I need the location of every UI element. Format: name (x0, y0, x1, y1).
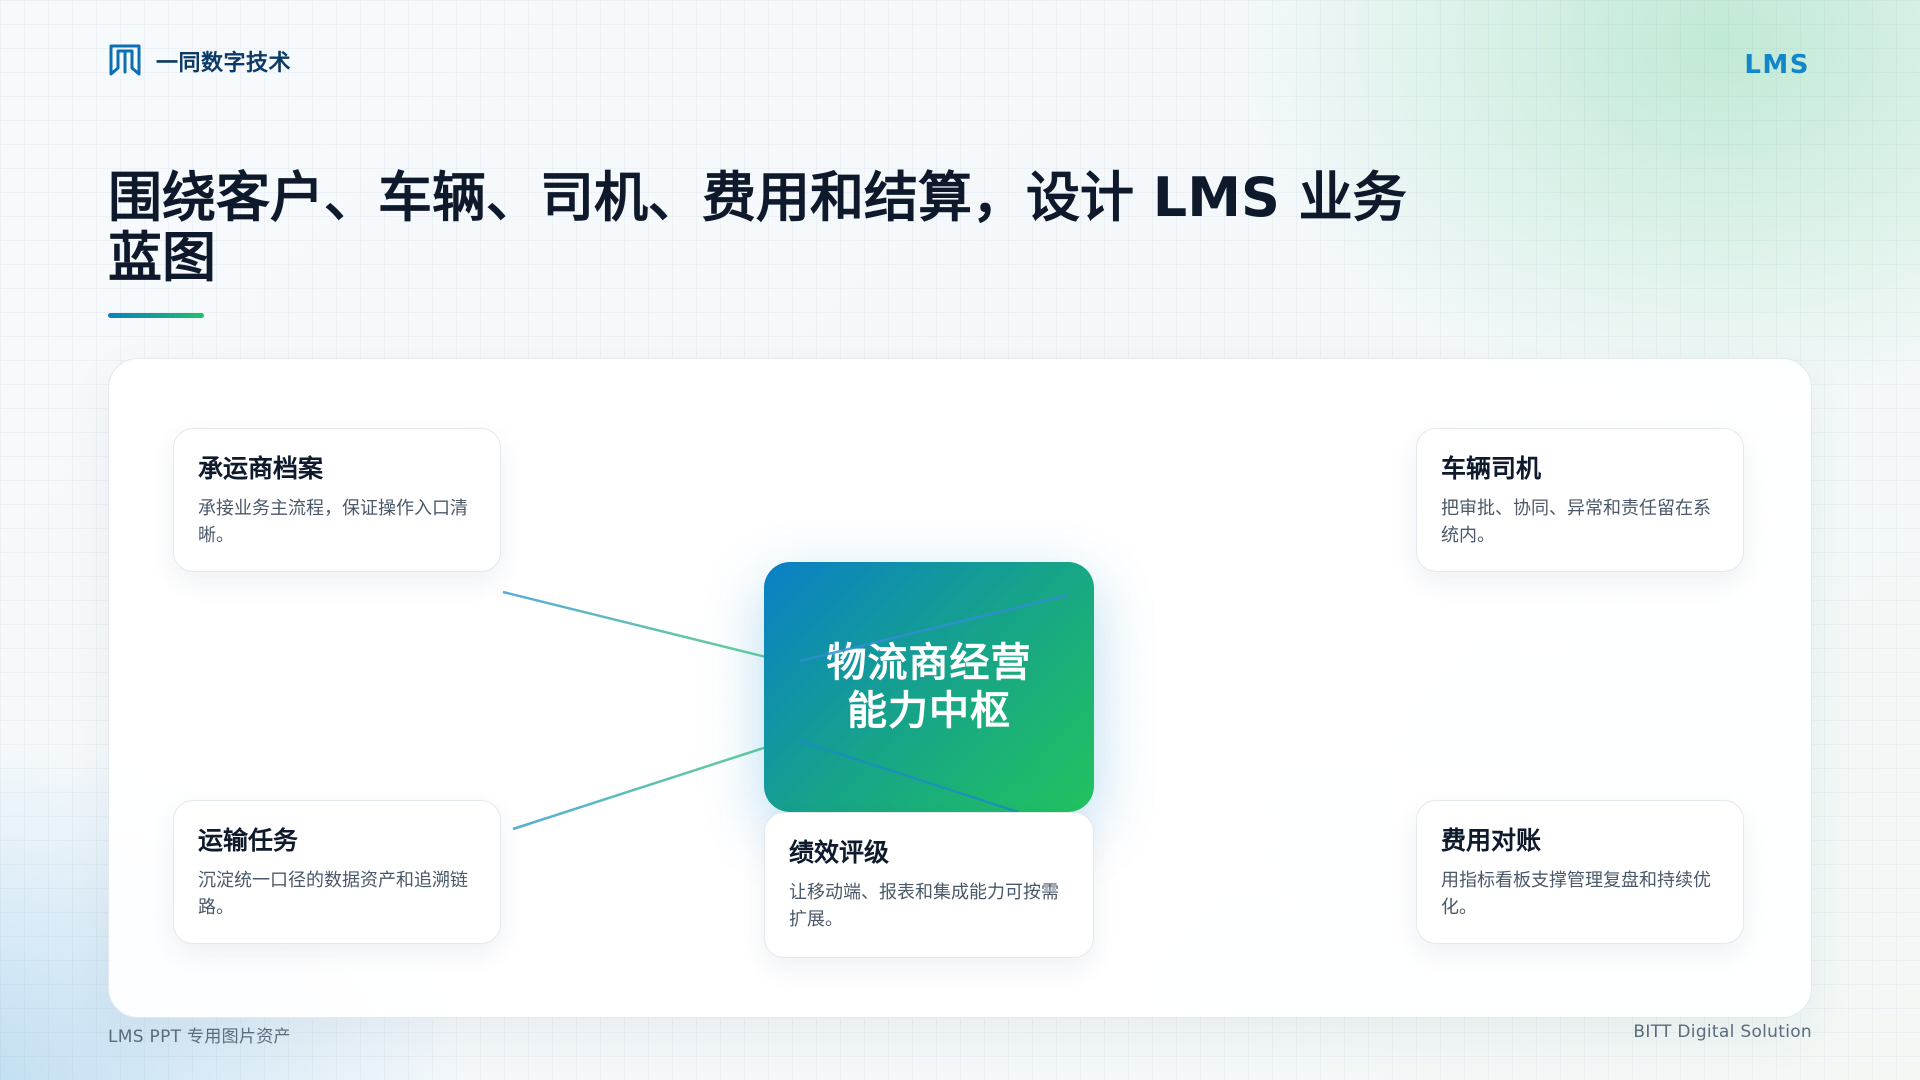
module-desc: 用指标看板支撑管理复盘和持续优化。 (1441, 870, 1711, 918)
module-desc: 沉淀统一口径的数据资产和追溯链路。 (198, 870, 468, 918)
module-title: 车辆司机 (1441, 454, 1542, 483)
page-title: 围绕客户、车辆、司机、费用和结算，设计 LMS 业务蓝图 (108, 166, 1407, 289)
module-title: 绩效评级 (789, 838, 890, 867)
module-title: 承运商档案 (198, 454, 324, 483)
module-card-transport[interactable]: 运输任务 沉淀统一口径的数据资产和追溯链路。 (173, 800, 501, 944)
product-tag: LMS (1744, 50, 1810, 80)
footer-company: BITT Digital Solution (1633, 1022, 1812, 1042)
module-desc: 把审批、协同、异常和责任留在系统内。 (1441, 498, 1711, 546)
brand-logo-icon (109, 44, 141, 76)
module-title: 运输任务 (198, 826, 299, 855)
brand-name: 一同数字技术 (156, 51, 292, 76)
module-card-vehicle[interactable]: 车辆司机 把审批、协同、异常和责任留在系统内。 (1416, 428, 1744, 572)
module-card-carrier[interactable]: 承运商档案 承接业务主流程，保证操作入口清晰。 (173, 428, 501, 572)
module-desc: 让移动端、报表和集成能力可按需扩展。 (789, 882, 1059, 930)
module-card-performance[interactable]: 绩效评级 让移动端、报表和集成能力可按需扩展。 (764, 812, 1094, 958)
capability-hub[interactable]: 物流商经营能力中枢 (764, 562, 1094, 812)
module-card-expense[interactable]: 费用对账 用指标看板支撑管理复盘和持续优化。 (1416, 800, 1744, 944)
hub-title: 物流商经营能力中枢 (826, 640, 1032, 734)
brand: 一同数字技术 (108, 44, 291, 78)
module-title: 费用对账 (1441, 826, 1542, 855)
title-underline (108, 313, 204, 318)
module-desc: 承接业务主流程，保证操作入口清晰。 (198, 498, 468, 546)
footer-asset-label: LMS PPT 专用图片资产 (108, 1027, 291, 1047)
